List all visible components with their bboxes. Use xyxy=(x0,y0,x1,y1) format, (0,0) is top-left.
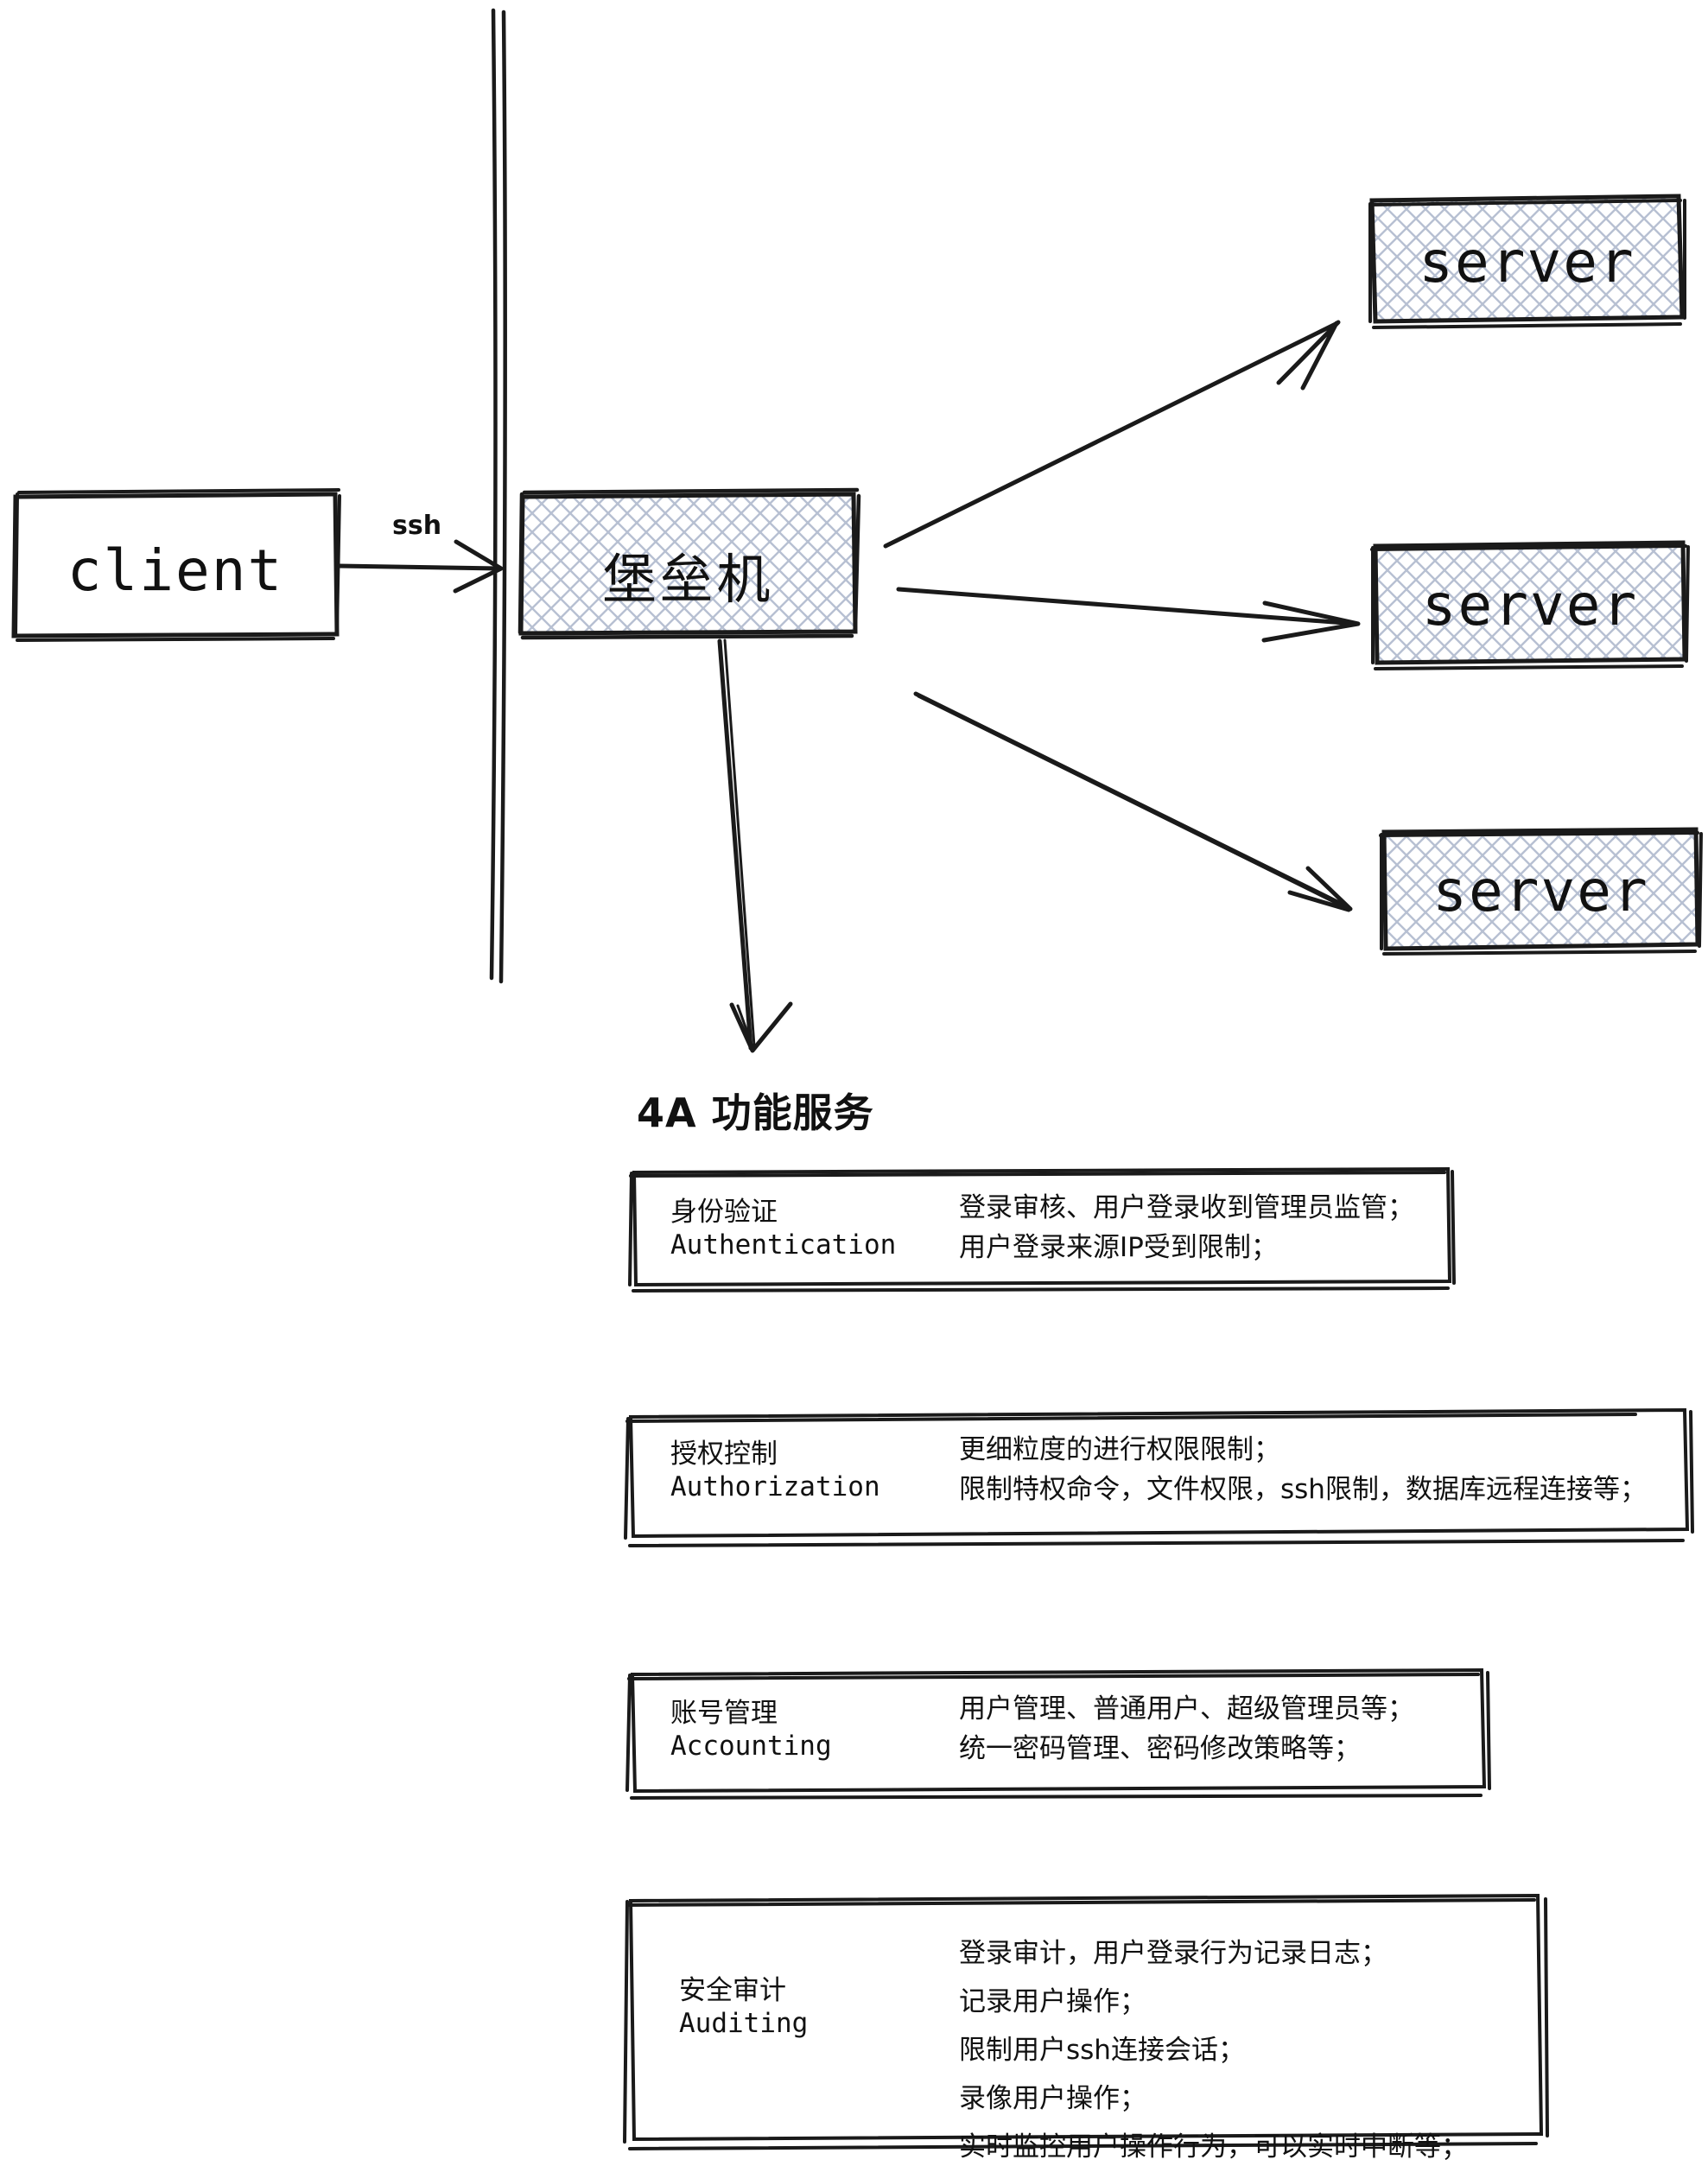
edge-bastion-to-4a xyxy=(717,638,793,1053)
boundary-line xyxy=(489,8,507,984)
panel-1-line-1: 登录审核、用户登录收到管理员监管； xyxy=(959,1192,1414,1223)
server-box-1[interactable] xyxy=(1368,194,1686,329)
server-box-3[interactable] xyxy=(1379,827,1703,956)
panel-2-line-2: 限制特权命令，文件权限，ssh限制，数据库远程连接等； xyxy=(959,1474,1647,1505)
panel-2-line-1: 更细粒度的进行权限限制； xyxy=(959,1434,1280,1465)
panel-3-en-title: Accounting xyxy=(670,1731,832,1762)
panel-frame-3 xyxy=(625,1667,1491,1800)
panel-2-cn-title: 授权控制 xyxy=(670,1439,778,1470)
panel-4-line-1: 登录审计，用户登录行为记录日志； xyxy=(959,1938,1387,1969)
panel-frame-2 xyxy=(624,1407,1694,1547)
panel-4-line-3: 限制用户ssh连接会话； xyxy=(959,2035,1245,2066)
edge-bastion-to-server-3 xyxy=(913,691,1353,912)
client-box[interactable] xyxy=(11,488,341,642)
panel-3-cn-title: 账号管理 xyxy=(670,1698,778,1729)
panel-frame-4 xyxy=(623,1893,1549,2150)
panel-3-line-1: 用户管理、普通用户、超级管理员等； xyxy=(959,1693,1414,1725)
panel-4-line-2: 记录用户操作； xyxy=(959,1986,1146,2017)
bastion-box[interactable] xyxy=(517,487,861,640)
bastion-label: 堡垒机 xyxy=(602,548,774,611)
panel-4-en-title: Auditing xyxy=(679,2008,809,2039)
section-title-4a: 4A 功能服务 xyxy=(637,1089,874,1136)
panel-1-en-title: Authentication xyxy=(670,1229,897,1261)
edge-label-ssh: ssh xyxy=(392,511,442,541)
server-2-label: server xyxy=(1421,572,1639,638)
server-3-label: server xyxy=(1432,858,1649,924)
client-label: client xyxy=(67,537,284,604)
panel-4-line-4: 录像用户操作； xyxy=(959,2083,1146,2114)
panel-2-en-title: Authorization xyxy=(670,1471,880,1502)
panel-4-line-5: 实时监控用户操作行为，可以实时中断等； xyxy=(959,2131,1468,2163)
edge-client-to-bastion xyxy=(336,539,504,594)
panel-1-cn-title: 身份验证 xyxy=(670,1197,778,1228)
panel-3-line-2: 统一密码管理、密码修改策略等； xyxy=(959,1733,1361,1764)
server-1-label: server xyxy=(1419,229,1635,295)
panel-1-line-2: 用户登录来源IP受到限制； xyxy=(959,1232,1278,1263)
panel-frame-1 xyxy=(628,1166,1456,1293)
panel-4-cn-title: 安全审计 xyxy=(679,1975,786,2006)
server-box-2[interactable] xyxy=(1370,540,1690,670)
edge-bastion-to-server-2 xyxy=(896,587,1361,643)
edge-bastion-to-server-1 xyxy=(883,320,1341,549)
